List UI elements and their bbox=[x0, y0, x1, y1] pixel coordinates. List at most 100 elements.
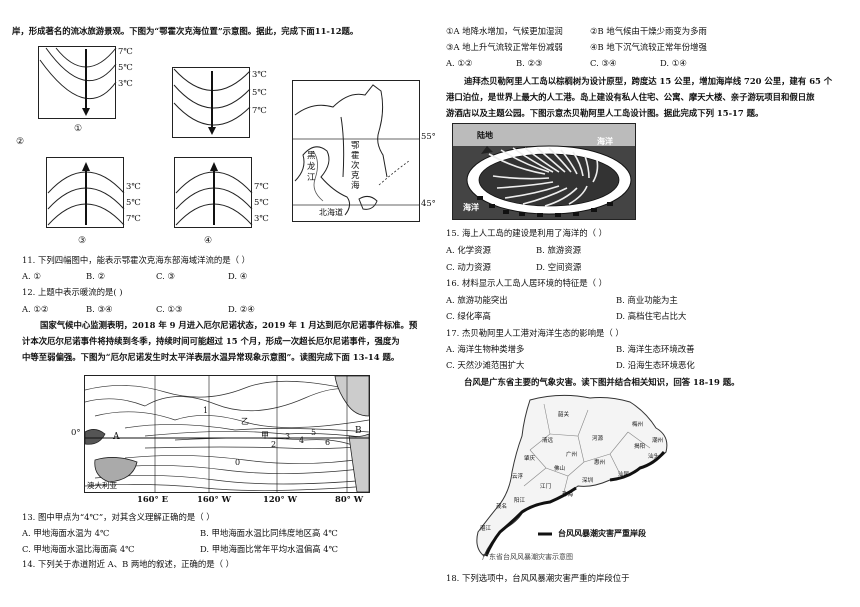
q14-statement-2: ②B 地气候由干燥少雨变为多雨 bbox=[590, 26, 707, 36]
q14-statement-4: ④B 地下沉气流较正常年份增强 bbox=[590, 42, 707, 52]
panel-4-temp-3: 3℃ bbox=[254, 213, 269, 223]
panel-4-temp-2: 5℃ bbox=[254, 197, 269, 207]
guangdong-map: 韶关 清远 河源 梅州 肇庆 广州 惠州 汕头 云浮 佛山 江门 阳江 茂名 湛… bbox=[460, 392, 708, 568]
q12-option-c[interactable]: C. ①③ bbox=[156, 304, 183, 314]
pmap-iso-5: 5 bbox=[311, 428, 317, 437]
current-diagram-2 bbox=[172, 67, 251, 138]
island-sea-label-1: 海洋 bbox=[597, 136, 613, 146]
q15-option-a[interactable]: A. 化学资源 bbox=[446, 245, 491, 255]
dubai-para-3: 游酒店以及主题公园。下图示意杰贝勒阿里人工岛设计图。据此完成下列 15-17 题… bbox=[446, 108, 764, 118]
island-land-label: 陆地 bbox=[477, 130, 493, 140]
q14-option-a[interactable]: A. ①② bbox=[446, 58, 473, 68]
map-river-label: 黑龙江 bbox=[307, 151, 316, 183]
gd-city-shenzhen: 深圳 bbox=[582, 478, 594, 484]
q15-option-b[interactable]: B. 旅游资源 bbox=[536, 245, 581, 255]
pmap-iso-3: 3 bbox=[285, 432, 291, 441]
pmap-iso-0: 0 bbox=[235, 458, 241, 467]
palm-island-shape bbox=[453, 124, 635, 217]
pmap-lon-80w: 80° W bbox=[335, 494, 364, 504]
current-panel-4: 7℃ 5℃ 3℃ bbox=[174, 157, 274, 237]
gd-city-shanwei: 汕尾 bbox=[618, 472, 630, 478]
q11-option-c[interactable]: C. ③ bbox=[156, 271, 175, 281]
q18-stem: 18. 下列选项中，台风风暴潮灾害严重的岸段位于 bbox=[446, 573, 630, 583]
q14-option-b[interactable]: B. ②③ bbox=[516, 58, 543, 68]
current-panel-1: 7℃ 5℃ 3℃ bbox=[38, 46, 138, 121]
q16-option-b[interactable]: B. 商业功能为主 bbox=[616, 295, 678, 305]
q17-option-d[interactable]: D. 沿海生态环境恶化 bbox=[616, 360, 695, 370]
q14-option-c[interactable]: C. ③④ bbox=[590, 58, 617, 68]
q14-stem: 14. 下列关于赤道附近 A、B 两地的叙述，正确的是（ ） bbox=[22, 559, 235, 569]
map-lat-45: 45° bbox=[421, 198, 436, 208]
pmap-point-yi: 乙 bbox=[241, 417, 249, 426]
map-island-label: 北海道 bbox=[319, 208, 343, 217]
q13-option-c[interactable]: C. 甲地海面水温比海面高 4℃ bbox=[22, 544, 135, 554]
pmap-australia: 澳大利亚 bbox=[87, 481, 117, 490]
gd-city-heyuan: 河源 bbox=[592, 436, 604, 442]
q17-option-a[interactable]: A. 海洋生物种类增多 bbox=[446, 344, 525, 354]
pmap-point-b: B bbox=[355, 426, 362, 436]
pacific-isotherms bbox=[84, 375, 370, 493]
q15-option-c[interactable]: C. 动力资源 bbox=[446, 262, 491, 272]
current-diagram-3 bbox=[46, 157, 125, 228]
q15-stem: 15. 海上人工岛的建设是利用了海洋的（ ） bbox=[446, 228, 608, 238]
q16-option-c[interactable]: C. 绿化率高 bbox=[446, 311, 491, 321]
q11-option-b[interactable]: B. ② bbox=[86, 271, 105, 281]
panel-4-temp-1: 7℃ bbox=[254, 181, 269, 191]
panel-3-temp-2: 5℃ bbox=[126, 197, 141, 207]
q17-option-c[interactable]: C. 天然沙滩范围扩大 bbox=[446, 360, 525, 370]
q12-option-a[interactable]: A. ①② bbox=[22, 304, 49, 314]
q13-option-b[interactable]: B. 甲地海面水温比同纬度地区高 4℃ bbox=[200, 528, 338, 538]
panel-1-temp-1: 7℃ bbox=[118, 46, 133, 56]
q11-option-a[interactable]: A. ① bbox=[22, 271, 41, 281]
gd-city-zhanjiang: 湛江 bbox=[480, 526, 492, 532]
guangdong-outline bbox=[476, 394, 668, 557]
q15-option-d[interactable]: D. 空间资源 bbox=[536, 262, 582, 272]
panel-3-label: ③ bbox=[78, 236, 87, 246]
elnino-para-3: 中等至弱偏强。下图为“厄尔尼诺发生时太平洋表层水温异常现象示意图”。读图完成下面… bbox=[22, 352, 400, 362]
q11-option-d[interactable]: D. ④ bbox=[228, 271, 248, 281]
gd-city-guangzhou: 广州 bbox=[566, 452, 578, 458]
q16-option-a[interactable]: A. 旅游功能突出 bbox=[446, 295, 508, 305]
pmap-iso-4: 4 bbox=[299, 436, 305, 445]
panel-1-label: ① bbox=[74, 124, 83, 134]
dubai-para-2: 港口泊位，是世界上最大的人工港。岛上建设有私人住宅、公寓、摩天大楼、亲子游玩项目… bbox=[446, 92, 815, 102]
gd-city-jiangmen: 江门 bbox=[540, 484, 552, 490]
gd-city-qingyuan: 清远 bbox=[542, 438, 554, 444]
gd-city-meizhou: 梅州 bbox=[632, 422, 644, 428]
okhotsk-coastline bbox=[293, 84, 419, 216]
pacific-anomaly-map: 0° 160° E 160° W 120° W 80° W 澳大利亚 A B 甲… bbox=[71, 375, 370, 504]
pmap-equator: 0° bbox=[71, 428, 81, 438]
pmap-point-jia: 甲 bbox=[261, 431, 269, 440]
map-sea-label: 鄂霍次克海 bbox=[351, 141, 360, 191]
panel-1-temp-2: 5℃ bbox=[118, 62, 133, 72]
gd-city-jieyang: 揭阳 bbox=[634, 444, 646, 450]
current-diagram-1 bbox=[38, 46, 117, 119]
pmap-lon-160e: 160° E bbox=[137, 494, 168, 504]
q13-option-a[interactable]: A. 甲地海面水温为 4℃ bbox=[22, 528, 110, 538]
typhoon-intro: 台风是广东省主要的气象灾害。读下图并结合相关知识，回答 18-19 题。 bbox=[464, 377, 740, 387]
q17-option-b[interactable]: B. 海洋生态环境改善 bbox=[616, 344, 695, 354]
pmap-iso-6: 6 bbox=[325, 438, 331, 447]
gd-city-maoming: 茂名 bbox=[496, 504, 508, 510]
q17-stem: 17. 杰贝勒阿里人工港对海洋生态的影响是（ ） bbox=[446, 328, 624, 338]
panel-1-temp-3: 3℃ bbox=[118, 78, 133, 88]
elnino-para-2: 计本次厄尔尼诺事件将持续到冬季，持续时间可能超过 15 个月，形成一次超长厄尔尼… bbox=[22, 336, 400, 346]
q13-option-d[interactable]: D. 甲地海面比常年平均水温偏高 4℃ bbox=[200, 544, 338, 554]
q12-option-b[interactable]: B. ③④ bbox=[86, 304, 113, 314]
panel-3-temp-3: 7℃ bbox=[126, 213, 141, 223]
gd-city-yunfu: 云浮 bbox=[512, 474, 524, 480]
pmap-lon-160w: 160° W bbox=[197, 494, 231, 504]
q14-option-d[interactable]: D. ①④ bbox=[660, 58, 687, 68]
current-panel-3: 3℃ 5℃ 7℃ bbox=[46, 157, 146, 237]
q16-option-d[interactable]: D. 高档住宅占比大 bbox=[616, 311, 687, 321]
q16-stem: 16. 材料显示人工岛人居环境的特征是（ ） bbox=[446, 278, 608, 288]
q12-option-d[interactable]: D. ②④ bbox=[228, 304, 255, 314]
panel-2-label: ② bbox=[16, 137, 25, 147]
panel-2-temp-1: 3℃ bbox=[252, 69, 267, 79]
gd-legend-label: 台风风暴潮灾害严重岸段 bbox=[558, 528, 646, 538]
q14-statement-1: ①A 地降水增加，气候更加湿润 bbox=[446, 26, 563, 36]
pmap-iso-1: 1 bbox=[203, 406, 209, 415]
okhotsk-map: 55° 45° 鄂霍次克海 黑龙江 北海道 bbox=[292, 80, 436, 222]
pmap-iso-2: 2 bbox=[271, 440, 277, 449]
panel-2-temp-3: 7℃ bbox=[252, 105, 267, 115]
